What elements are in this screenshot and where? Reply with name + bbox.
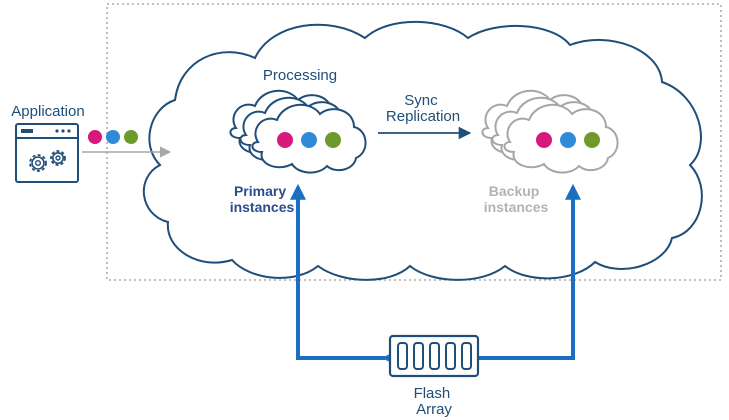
backup-data-dots [536, 132, 600, 148]
backup-storage-link [478, 183, 581, 360]
primary-stacked-clouds-icon [229, 90, 367, 174]
flash-label-line2: Array [416, 401, 452, 418]
flash-array-label: Flash Array [414, 385, 455, 418]
flash-array-icon [388, 334, 480, 378]
primary-data-dots [277, 132, 341, 148]
backup-stacked-clouds-icon [481, 90, 619, 174]
app-window-gears-icon [15, 123, 79, 183]
cloud-region-boundary [106, 3, 722, 281]
backup-label-line2: instances [484, 199, 549, 215]
backup-instances-label: Backup instances [484, 183, 549, 215]
sync-label-line1: Sync [404, 92, 438, 109]
primary-instances-label: Primary instances [230, 183, 295, 215]
primary-storage-link [290, 183, 398, 366]
application-label: Application [11, 103, 84, 120]
primary-label-line1: Primary [234, 183, 286, 199]
flash-label-line1: Flash [414, 385, 451, 402]
processing-label: Processing [263, 67, 337, 84]
cloud-environment [142, 20, 703, 281]
backup-label-line1: Backup [489, 183, 540, 199]
application-data-dots [88, 130, 138, 144]
sync-label-line2: Replication [386, 108, 460, 125]
sync-replication-label: Sync Replication [386, 92, 460, 125]
primary-label-line2: instances [230, 199, 295, 215]
